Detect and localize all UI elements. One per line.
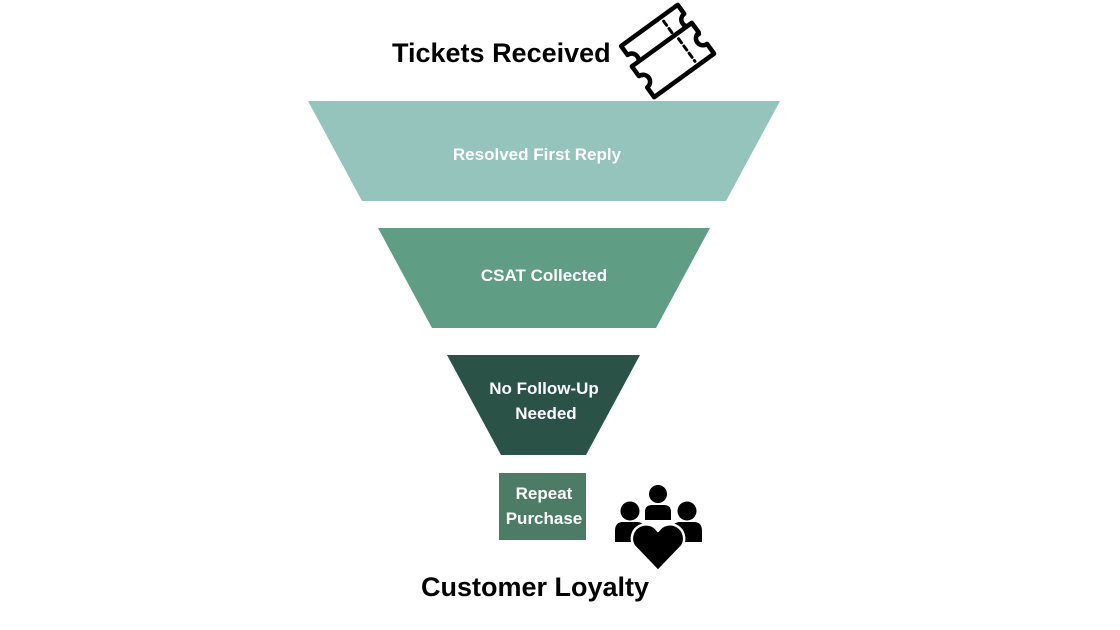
funnel-stage-shape [447, 355, 640, 455]
tickets-icon [618, 2, 717, 100]
funnel-stage-repeat-purchase: Repeat Purchase [499, 473, 586, 540]
customer-group-heart-icon [615, 485, 702, 573]
stage-label-line-1: Repeat [516, 484, 573, 503]
funnel-stage-no-follow-up-needed: No Follow-Up Needed [447, 355, 640, 455]
funnel-stage-csat-collected: CSAT Collected [378, 228, 710, 328]
funnel-stage-shape [499, 473, 586, 540]
funnel-stage-shape [308, 101, 780, 201]
stage-label: CSAT Collected [481, 266, 607, 285]
bottom-title: Customer Loyalty [421, 572, 649, 602]
stage-label-line-1: No Follow-Up [489, 379, 599, 398]
stage-label-line-2: Needed [515, 404, 576, 423]
funnel-stage-shape [378, 228, 710, 328]
top-title: Tickets Received [392, 38, 611, 68]
stage-label: Resolved First Reply [453, 145, 622, 164]
stage-label-line-2: Purchase [506, 509, 583, 528]
funnel-stage-resolved-first-reply: Resolved First Reply [308, 101, 780, 201]
